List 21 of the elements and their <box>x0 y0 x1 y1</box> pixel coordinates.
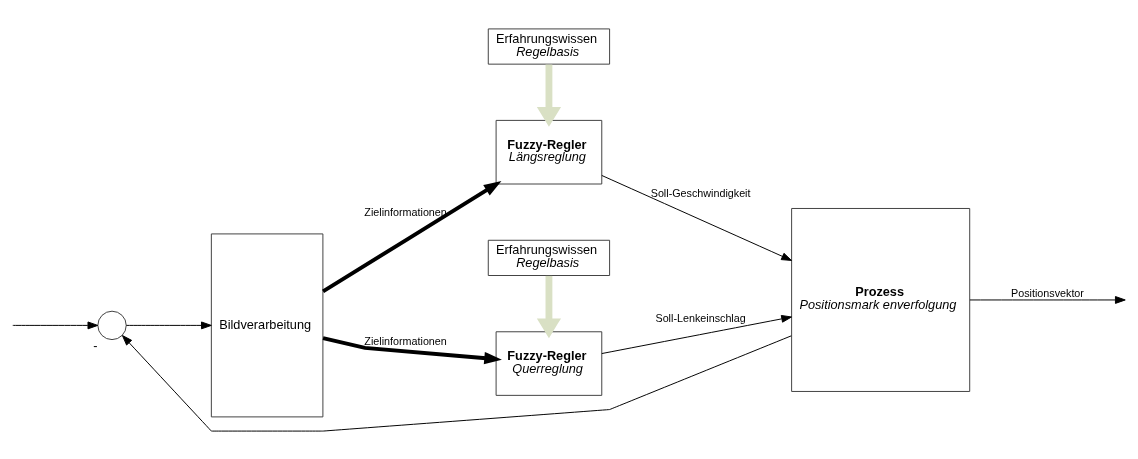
arrow <box>322 335 502 364</box>
node-box: Prozess Positionsmark enverfolgung <box>791 207 971 392</box>
arrow <box>125 321 212 329</box>
edge-label: Zielinformationen <box>364 205 447 218</box>
node-box: Erfahrungswissen Regelbasis <box>487 239 611 276</box>
arrow <box>322 180 502 293</box>
arrow <box>121 334 792 432</box>
node-box: Fuzzy-Regler Längsreglung <box>495 119 603 184</box>
node-box: Bildverarbeitung <box>210 232 324 417</box>
node-circle <box>97 310 127 340</box>
edge-label: Zielinformationen <box>364 334 447 347</box>
arrow <box>601 314 792 354</box>
node-label: - <box>93 337 98 353</box>
edge-label: Soll-Lenkeinschlag <box>655 311 746 324</box>
node-box: Erfahrungswissen Regelbasis <box>487 27 611 65</box>
arrow <box>969 295 1126 304</box>
edge-label: Positionsvektor <box>1011 286 1084 299</box>
node-box: Fuzzy-Regler Querreglung <box>495 330 603 396</box>
arrow <box>12 321 99 329</box>
arrow <box>601 174 792 261</box>
edge-label: Soll-Geschwindigkeit <box>650 186 751 199</box>
